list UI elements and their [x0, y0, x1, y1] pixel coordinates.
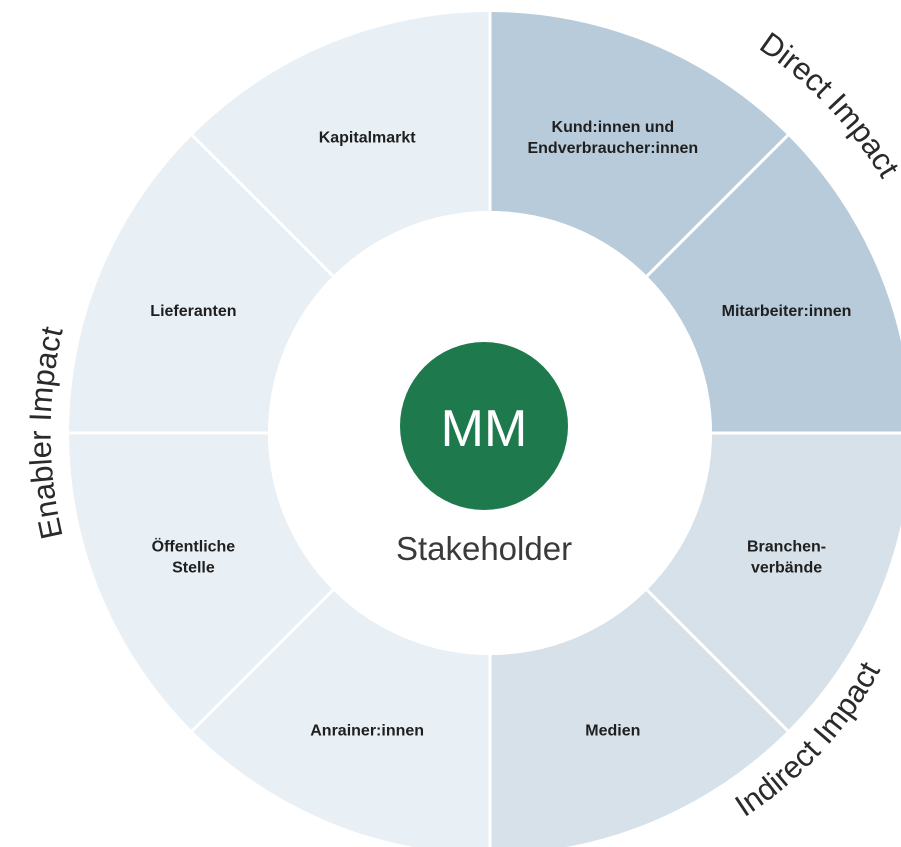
- segment-mitarbeiter: [646, 135, 901, 433]
- segment-lieferanten-label: Lieferanten: [150, 303, 236, 320]
- segment-oeffentliche-stelle: [69, 433, 334, 731]
- arc-label-enabler-impact: Enabler Impact: [23, 323, 70, 542]
- segment-anrainer: [192, 589, 490, 847]
- segment-oeffentliche-stelle-label: Öffentliche: [152, 536, 236, 555]
- segment-kapitalmarkt-label: Kapitalmarkt: [319, 129, 417, 146]
- segment-medien: [490, 589, 788, 847]
- dividers-layer: [67, 10, 901, 847]
- segment-branchenverbaende: [646, 433, 901, 731]
- segment-kunden: [490, 12, 788, 277]
- segment-oeffentliche-stelle-label: Stelle: [172, 559, 215, 576]
- segment-kunden-label: Endverbraucher:innen: [527, 140, 698, 157]
- logo-text: MM: [441, 400, 528, 458]
- segment-branchenverbaende-label: verbände: [751, 559, 822, 576]
- segment-branchenverbaende-label: Branchen-: [747, 538, 826, 555]
- logo-circle: [400, 342, 568, 510]
- segment-mitarbeiter-label: Mitarbeiter:innen: [722, 303, 852, 320]
- segment-anrainer-label: Anrainer:innen: [310, 723, 424, 740]
- segments-layer: Kund:innen undEndverbraucher:innenMitarb…: [69, 12, 901, 847]
- segment-divider: [645, 132, 791, 278]
- segment-divider: [645, 588, 791, 734]
- segment-kunden-label: Kund:innen und: [552, 119, 675, 136]
- segment-divider: [189, 132, 335, 278]
- segment-kapitalmarkt: [192, 12, 490, 277]
- segment-lieferanten: [69, 135, 334, 433]
- segment-divider: [189, 588, 335, 734]
- segment-medien-label: Medien: [585, 723, 640, 740]
- center-title: Stakeholder: [396, 530, 572, 567]
